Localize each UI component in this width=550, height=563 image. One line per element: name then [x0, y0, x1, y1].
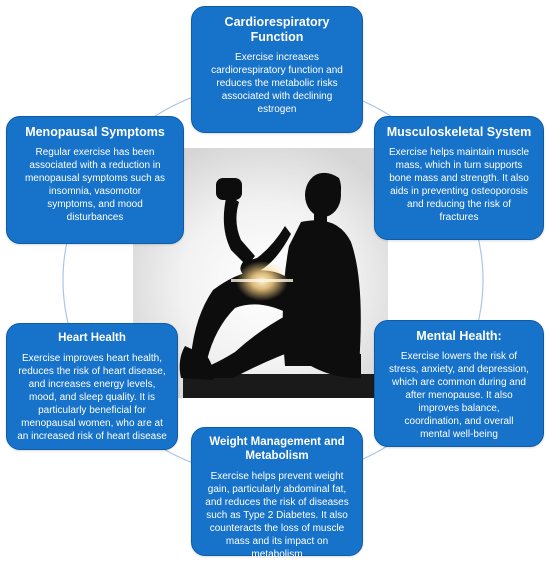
text-line: reduces the metabolic risks — [216, 78, 338, 89]
heart-health-title: Heart Health — [58, 332, 126, 344]
menopausal-symptoms-box: Menopausal Symptoms Regular exercise has… — [6, 116, 184, 244]
heart-health-text: Exercise improves heart health, reduces … — [15, 352, 169, 443]
mental-health-text: Exercise lowers the risk of stress, anxi… — [383, 350, 535, 441]
text-line: which are common during and — [392, 377, 526, 388]
text-line: fractures — [439, 212, 479, 223]
musculoskeletal-system-title: Musculoskeletal System — [386, 125, 532, 139]
heart-health-box: Heart Health Exercise improves heart hea… — [6, 323, 178, 450]
text-line: counteracts the loss of muscle — [209, 522, 345, 534]
text-line: menopausal symptoms such as — [24, 173, 166, 184]
text-line: stress, anxiety, and depression, — [389, 364, 529, 375]
menopausal-symptoms-text: Regular exercise has been associated wit… — [15, 146, 175, 224]
weight-management-box: Weight Management and Metabolism Exercis… — [191, 427, 363, 560]
text-line: aids in preventing osteoporosis — [390, 186, 528, 197]
text-line: mental well-being — [420, 429, 498, 440]
text-line: such as Type 2 Diabetes. It also — [206, 509, 348, 521]
text-line: reduces the risk of heart disease, — [18, 365, 166, 377]
text-line: Regular exercise has been — [35, 147, 155, 158]
mental-health-box: Mental Health: Exercise lowers the risk … — [374, 320, 544, 447]
cardiorespiratory-function-title: Cardiorespiratory Function — [224, 15, 330, 44]
weight-management-title: Weight Management and Metabolism — [209, 436, 345, 462]
text-line: menopausal women, who are at — [21, 417, 163, 429]
text-line: mass and its impact on — [225, 535, 329, 547]
text-line: mood, and sleep quality. It is — [29, 391, 155, 403]
text-line: Exercise improves heart health, — [21, 352, 163, 364]
text-line: and reducing the risk of — [407, 199, 511, 210]
text-line: estrogen — [257, 104, 297, 115]
text-line: Exercise helps prevent weight — [210, 470, 344, 482]
text-line: improves balance, — [418, 403, 500, 414]
text-line: Exercise helps maintain muscle — [388, 147, 530, 158]
weight-management-text: Exercise helps prevent weight gain, part… — [200, 470, 354, 561]
text-line: disturbances — [66, 212, 124, 223]
text-line: after menopause. It also — [405, 390, 513, 401]
text-line: particularly beneficial for — [38, 404, 146, 416]
text-line: bone mass and strength. It also — [389, 173, 529, 184]
text-line: and reduces the risk of diseases — [205, 496, 349, 508]
text-line: gain, particularly abdominal fat, — [207, 483, 347, 495]
cardiorespiratory-function-box: Cardiorespiratory Function Exercise incr… — [191, 6, 363, 133]
musculoskeletal-system-text: Exercise helps maintain muscle mass, whi… — [383, 146, 535, 224]
text-line: cardiorespiratory function and — [211, 65, 343, 76]
text-line: and increases energy levels, — [28, 378, 156, 390]
musculoskeletal-system-box: Musculoskeletal System Exercise helps ma… — [374, 116, 544, 240]
text-line: associated with declining — [221, 91, 333, 102]
text-line: an increased risk of heart disease — [17, 430, 167, 442]
text-line: insomnia, vasomotor — [48, 186, 142, 197]
menopausal-symptoms-title: Menopausal Symptoms — [25, 125, 165, 139]
text-line: coordination, and overall — [404, 416, 514, 427]
text-line: Exercise lowers the risk of — [400, 351, 518, 362]
mental-health-title: Mental Health: — [416, 329, 502, 343]
text-line: mass, which in turn supports — [395, 160, 523, 171]
text-line: symptoms, and mood — [47, 199, 143, 210]
text-line: Exercise increases — [235, 52, 319, 63]
cardiorespiratory-function-text: Exercise increases cardiorespiratory fun… — [200, 51, 354, 116]
text-line: metabolism — [251, 548, 303, 560]
text-line: associated with a reduction in — [29, 160, 161, 171]
